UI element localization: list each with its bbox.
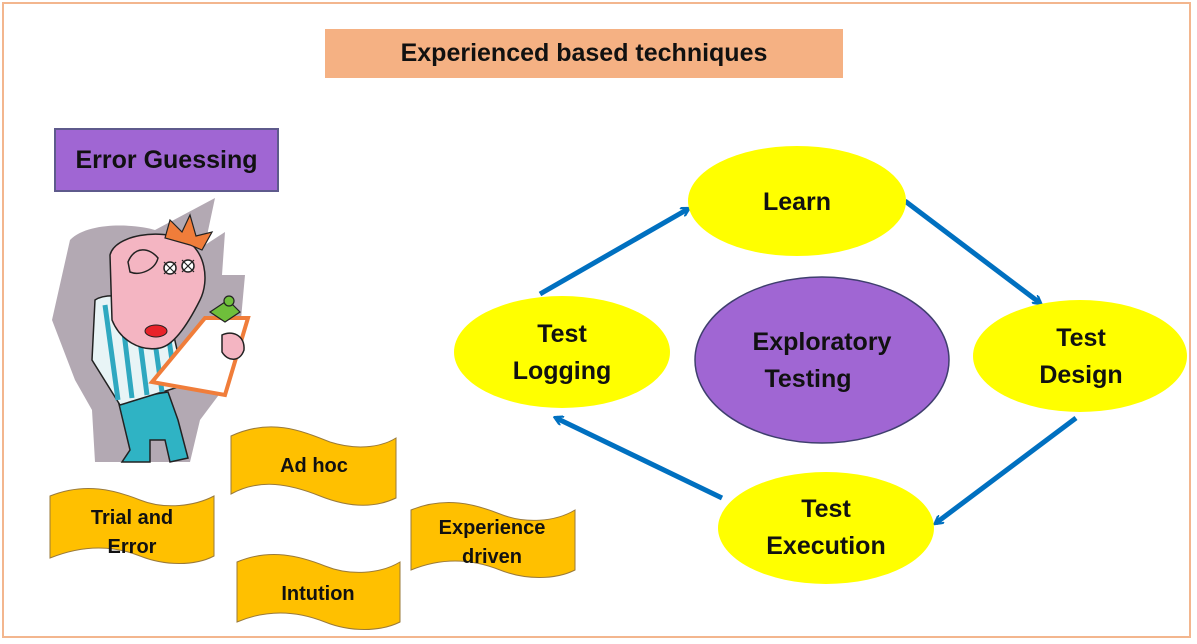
cycle-arrows <box>538 199 1078 523</box>
node-test-design-line2: Design <box>1039 361 1122 389</box>
flag-trial-and-error: Trial and Error <box>49 487 215 564</box>
error-guessing-label: Error Guessing <box>75 145 258 174</box>
node-exploratory-line1: Exploratory <box>753 328 892 356</box>
page-title: Experienced based techniques <box>325 29 843 78</box>
flag-ad-hoc-label: Ad hoc <box>280 455 348 477</box>
flag-ad-hoc: Ad hoc <box>230 426 397 506</box>
node-test-design: Test Design <box>973 300 1187 412</box>
flag-experience-driven: Experience driven <box>410 501 576 578</box>
flag-intution: Intution <box>236 553 401 630</box>
node-test-execution-line2: Execution <box>766 532 885 560</box>
flag-experience-driven-line2: driven <box>462 546 522 568</box>
flag-trial-and-error-line2: Error <box>108 536 157 558</box>
arrow-learn-to-design <box>903 199 1040 303</box>
node-test-execution: Test Execution <box>718 472 934 584</box>
flag-intution-label: Intution <box>281 583 354 605</box>
node-test-logging: Test Logging <box>454 296 670 408</box>
node-exploratory-line2: Testing <box>764 365 851 393</box>
arrow-logging-to-learn <box>538 206 688 297</box>
node-learn: Learn <box>688 146 906 256</box>
flag-experience-driven-line1: Experience <box>439 517 546 539</box>
error-guessing-box: Error Guessing <box>54 128 279 192</box>
node-test-design-line1: Test <box>1056 324 1106 352</box>
arrow-execution-to-logging <box>556 418 724 501</box>
node-exploratory-testing: Exploratory Testing <box>694 276 950 444</box>
confused-tester-icon <box>52 198 251 463</box>
page-title-text: Experienced based techniques <box>400 39 768 67</box>
node-learn-label: Learn <box>763 188 831 216</box>
node-test-logging-line2: Logging <box>513 357 612 385</box>
node-test-logging-line1: Test <box>537 320 587 348</box>
flag-trial-and-error-line1: Trial and <box>91 507 173 529</box>
node-test-execution-line1: Test <box>801 495 851 523</box>
arrow-design-to-execution <box>936 416 1078 523</box>
